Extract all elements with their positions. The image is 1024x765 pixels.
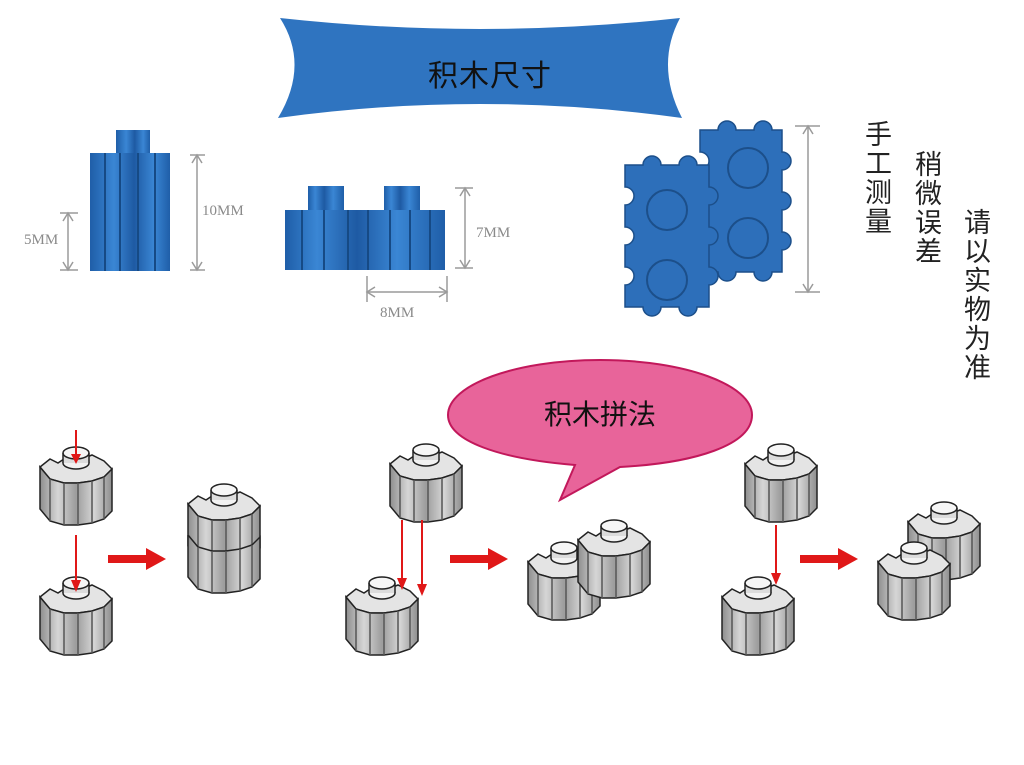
puzzle-piece-group-icon: [624, 120, 792, 317]
step1-result-bottom-icon: [187, 535, 261, 594]
tall-blue-block-icon: [90, 130, 170, 271]
step3-right-arrow-icon: [800, 548, 858, 570]
title-banner: [278, 18, 682, 118]
note-manual-measure: 手工测量: [860, 120, 891, 236]
note-slight-error: 稍微误差: [910, 150, 941, 266]
step1-down-arrow-icon: [71, 430, 81, 592]
method-bubble-text: 积木拼法: [543, 398, 656, 431]
double-blue-block-icon: [285, 186, 445, 270]
step3-top-block-icon: [744, 443, 818, 523]
step3-result-front-icon: [877, 541, 951, 621]
dimension-5mm-label: 5MM: [24, 232, 59, 248]
note-actual-object: 请以实物为准: [959, 208, 990, 382]
dimension-8mm-label: 8MM: [380, 305, 415, 321]
dimension-lines-tall: [60, 153, 205, 272]
step3-bottom-block-icon: [721, 576, 795, 656]
dimension-lines-short: [365, 186, 473, 302]
dimension-10mm-label: 10MM: [202, 203, 244, 219]
dimension-line-puzzle: [795, 124, 820, 294]
method-speech-bubble: [446, 358, 754, 503]
step1-right-arrow-icon: [108, 548, 166, 570]
step3-down-arrow-icon: [771, 525, 781, 585]
step2-result-right-icon: [577, 519, 651, 599]
title-banner-text: 积木尺寸: [428, 59, 552, 94]
dimension-7mm-label: 7MM: [476, 225, 511, 241]
step2-right-arrow-icon: [450, 548, 508, 570]
step2-top-block-icon: [389, 443, 463, 523]
step2-down-arrows-icon: [397, 520, 427, 596]
